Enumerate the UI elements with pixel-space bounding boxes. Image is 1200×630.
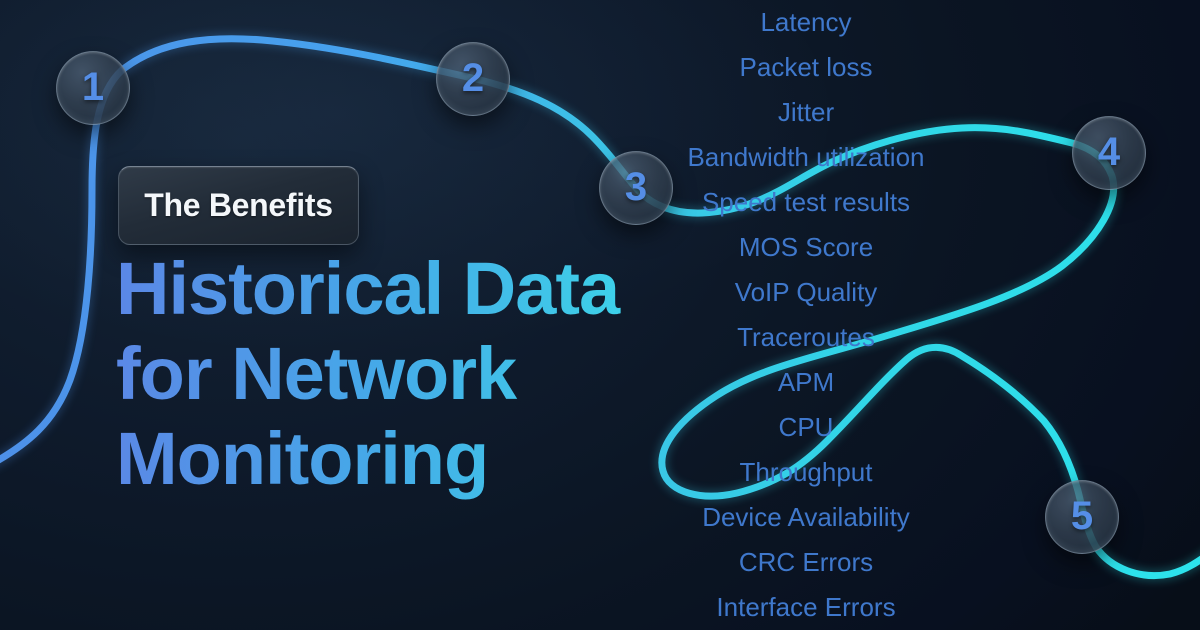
step-number: 4 (1097, 129, 1121, 174)
title-line-2: for Network (116, 332, 517, 415)
title-line-3: Monitoring (116, 417, 489, 500)
step-number: 5 (1070, 493, 1094, 538)
step-marker-5: 5 (1045, 480, 1119, 554)
step-marker-2: 2 (436, 42, 510, 116)
list-item: Traceroutes (737, 322, 875, 352)
list-item: APM (777, 367, 835, 397)
list-item: Jitter (777, 97, 835, 127)
list-item: Latency (760, 7, 852, 37)
page-title: Historical Data for Network Monitoring (116, 246, 696, 501)
list-item: VoIP Quality (734, 277, 878, 307)
list-item: Interface Errors (716, 592, 896, 622)
step-marker-3: 3 (599, 151, 673, 225)
list-item: CRC Errors (738, 547, 874, 577)
step-number: 3 (624, 164, 648, 209)
benefits-badge: The Benefits (118, 166, 359, 245)
list-item: Device Availability (702, 502, 910, 532)
benefits-badge-label: The Benefits (144, 187, 333, 223)
list-item: Throughput (739, 457, 873, 487)
list-item: Bandwidth utilization (687, 142, 925, 172)
list-item: Speed test results (701, 187, 911, 217)
list-item: Packet loss (739, 52, 873, 82)
list-item: MOS Score (738, 232, 874, 262)
step-number: 1 (81, 64, 105, 109)
title-line-1: Historical Data (116, 247, 620, 330)
step-number: 2 (461, 55, 485, 100)
metric-list: Latency Packet loss Jitter Bandwidth uti… (650, 0, 962, 630)
list-item: CPU (778, 412, 834, 442)
step-marker-1: 1 (56, 51, 130, 125)
step-marker-4: 4 (1072, 116, 1146, 190)
